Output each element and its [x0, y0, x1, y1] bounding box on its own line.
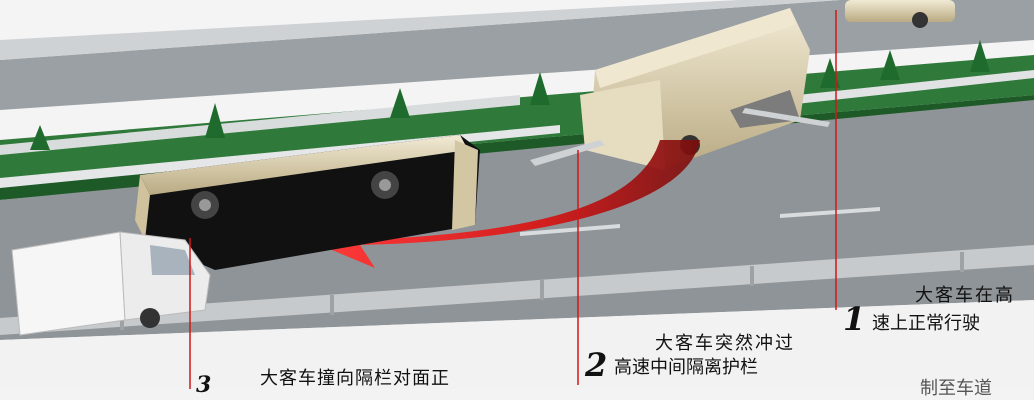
median-trees	[30, 40, 990, 150]
accident-illustration	[0, 0, 1034, 389]
broken-rail	[530, 108, 830, 166]
bus-overturned	[135, 135, 480, 270]
caption-3-number: 3	[196, 372, 212, 398]
white-truck	[11, 231, 211, 336]
red-arrow	[320, 140, 700, 268]
caption-partial-right: 制至车道	[920, 378, 992, 399]
caption-2-line1: 大客车突然冲过	[655, 333, 795, 354]
caption-1-number: 1	[843, 300, 866, 338]
bus-distant	[845, 0, 955, 28]
caption-2-line2: 高速中间隔离护栏	[614, 357, 758, 378]
caption-1-line1: 大客车在高	[915, 285, 1015, 306]
median-rail-left	[0, 95, 520, 155]
caption-1-line2: 速上正常行驶	[872, 313, 980, 334]
median-rail-right	[750, 70, 1034, 108]
near-guardrail	[0, 245, 1034, 335]
near-shoulder	[0, 300, 1034, 389]
bus-crossing	[580, 8, 810, 170]
leader-lines	[189, 10, 837, 389]
far-guardrail	[0, 0, 840, 60]
caption-2-number: 2	[585, 346, 608, 384]
caption-3-line1: 大客车撞向隔栏对面正	[260, 368, 450, 389]
